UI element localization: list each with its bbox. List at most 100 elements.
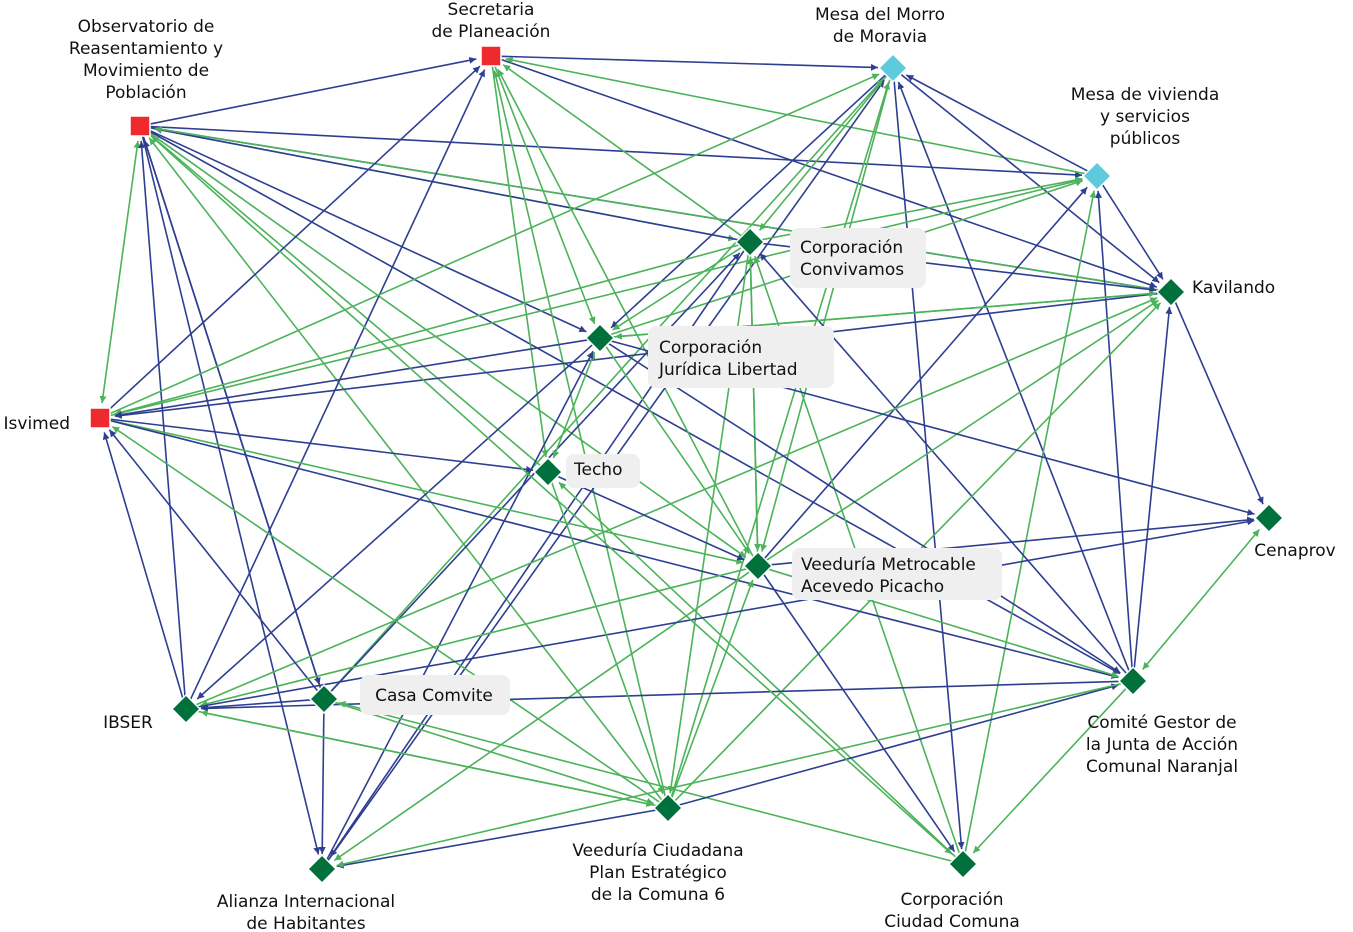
node-label-line: Kavilando [1192, 278, 1275, 298]
edge-obs-to-vmet [147, 131, 747, 558]
edge-isv-to-techo [109, 418, 534, 473]
edge-comite-to-ccom [972, 687, 1127, 854]
edge-morro-to-cjl [610, 74, 887, 329]
edge-morro-to-conv [758, 75, 888, 231]
node-vmet[interactable] [742, 550, 774, 582]
node-label-isv: Isvimed [4, 414, 70, 434]
edge-casa-to-obs [143, 140, 322, 690]
label-background-conv [790, 228, 926, 288]
edge-casa-to-isv [108, 429, 319, 692]
edge-techo-to-obs [150, 135, 541, 467]
node-label-line: Mesa de vivienda [1071, 85, 1219, 105]
edge-comite-to-morro [897, 81, 1131, 672]
edge-obs-to-sec [149, 56, 477, 125]
node-label-line: Corporación [800, 238, 903, 258]
node-label-line: Mesa del Morro [815, 5, 945, 25]
node-label-line: Población [105, 83, 186, 103]
edge-ibser-to-kav [194, 297, 1158, 706]
node-techo[interactable] [532, 456, 564, 488]
edge-sec-to-kav [500, 58, 1158, 289]
edge-sec-to-techo [491, 65, 549, 458]
node-label-line: de Planeación [432, 22, 551, 42]
node-viv[interactable] [1081, 160, 1113, 192]
node-label-line: Secretaria [448, 0, 535, 20]
node-label-line: IBSER [103, 713, 153, 733]
edge-casa-to-morro [330, 78, 884, 693]
node-comite[interactable] [1117, 665, 1149, 697]
node-vciu[interactable] [652, 792, 684, 824]
edge-isv-to-comite [109, 419, 1119, 679]
edge-comite-to-viv [1095, 190, 1134, 672]
edge-viv-to-morro [905, 74, 1089, 173]
label-background-cjl [648, 326, 834, 388]
node-kav[interactable] [1155, 276, 1187, 308]
edge-comite-to-cen [1141, 529, 1261, 670]
node-ccom[interactable] [947, 848, 979, 880]
node-label-line: y servicios [1100, 107, 1190, 127]
edge-conv-to-cjl [612, 246, 743, 331]
node-label-line: Alianza Internacional [217, 892, 395, 912]
node-conv[interactable] [734, 226, 766, 258]
node-morro[interactable] [877, 52, 909, 84]
edge-vciu-to-alianza [336, 808, 659, 869]
label-background-vmet [792, 548, 1002, 600]
edge-alianza-to-cjl [325, 350, 594, 861]
edge-casa-to-vciu [333, 701, 654, 805]
node-cjl[interactable] [584, 322, 616, 354]
label-backgrounds [360, 228, 1002, 715]
label-background-techo [566, 454, 640, 488]
node-label-line: Techo [573, 460, 622, 480]
node-isv[interactable] [89, 407, 111, 429]
node-obs[interactable] [129, 115, 151, 137]
edge-viv-to-sec [505, 56, 1088, 175]
node-label-line: Comunal Naranjal [1086, 757, 1238, 777]
edge-obs-to-viv [149, 125, 1083, 179]
edges-layer [99, 55, 1264, 869]
edge-isv-to-vmet [109, 419, 744, 565]
edge-conv-to-sec [502, 64, 743, 237]
edge-vciu-to-vmet [670, 579, 754, 799]
node-alianza[interactable] [306, 853, 338, 885]
node-label-line: Veeduría Metrocable [801, 555, 976, 575]
node-label-line: Comité Gestor de [1087, 713, 1236, 733]
node-label-line: Cenaprov [1254, 541, 1335, 561]
label-background-casa [360, 675, 510, 715]
node-sec[interactable] [480, 45, 502, 67]
edge-ibser-to-isv [102, 432, 184, 700]
edge-cjl-to-comite [607, 342, 1121, 674]
edge-isv-to-sec [106, 65, 481, 412]
edge-sec-to-morro [500, 55, 879, 71]
edge-viv-to-kav [1101, 184, 1164, 280]
edge-sec-to-cjl [493, 65, 596, 325]
edge-ibser-to-obs [138, 140, 187, 700]
edge-ibser-to-sec [189, 69, 486, 701]
edge-ibser-to-vciu [195, 710, 654, 808]
node-label-line: Acevedo Picacho [801, 577, 944, 597]
node-label-techo: Techo [573, 460, 622, 480]
node-label-line: Ciudad Comuna [884, 912, 1020, 932]
edge-casa-to-alianza [318, 708, 326, 855]
edge-ibser-to-cen [195, 518, 1255, 709]
node-label-ibser: IBSER [103, 713, 153, 733]
node-label-line: de Habitantes [246, 914, 365, 932]
node-label-line: Plan Estratégico [589, 863, 727, 883]
node-label-line: Isvimed [4, 414, 70, 434]
node-ibser[interactable] [170, 693, 202, 725]
node-casa[interactable] [308, 683, 340, 715]
nodes-layer [89, 45, 1285, 885]
edge-cjl-to-isv [114, 338, 591, 418]
node-cen[interactable] [1253, 502, 1285, 534]
edge-vmet-to-ccom [763, 573, 956, 853]
edge-vmet-to-kav [765, 299, 1159, 562]
node-label-line: Reasentamiento y [69, 39, 223, 59]
node-label-line: Corporación [900, 890, 1003, 910]
